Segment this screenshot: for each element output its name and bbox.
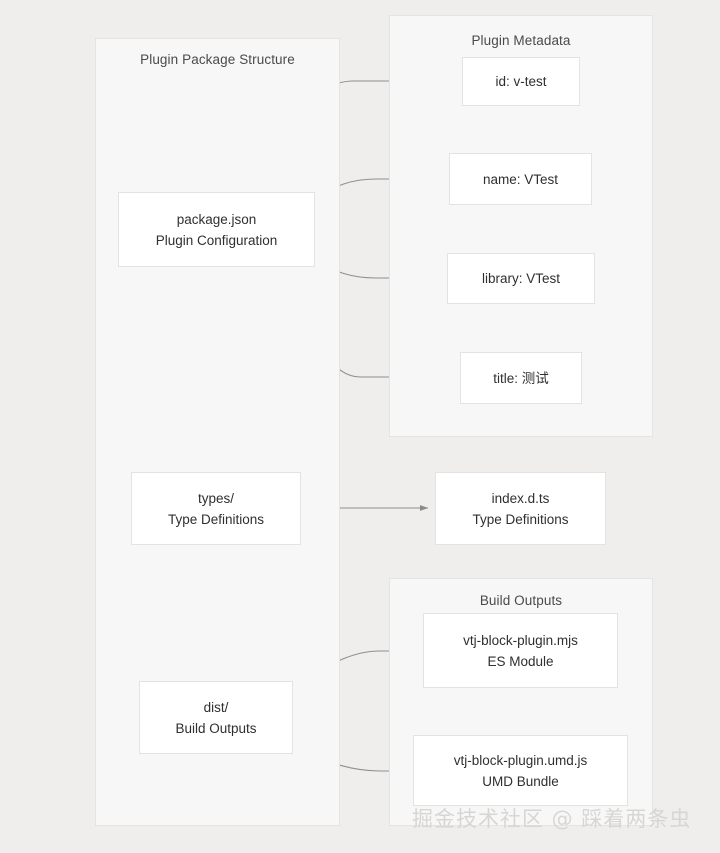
node-meta-id[interactable]: id: v-test (462, 57, 580, 106)
node-index-dts-line1: index.d.ts (491, 490, 550, 506)
node-dist-dir-line1: dist/ (203, 699, 229, 715)
node-index-dts[interactable]: index.d.ts Type Definitions (435, 472, 606, 545)
group-title-package-structure: Plugin Package Structure (140, 52, 295, 67)
node-dist-dir-line2: Build Outputs (175, 720, 257, 736)
node-types-dir-line2: Type Definitions (167, 511, 265, 527)
node-build-umd-line2: UMD Bundle (482, 773, 559, 789)
group-title-build-outputs: Build Outputs (479, 593, 563, 608)
node-meta-library[interactable]: library: VTest (447, 253, 595, 304)
node-package-json-line2: Plugin Configuration (155, 232, 278, 248)
node-meta-name[interactable]: name: VTest (449, 153, 592, 205)
group-title-plugin-metadata: Plugin Metadata (471, 33, 571, 48)
node-index-dts-line2: Type Definitions (472, 511, 569, 527)
node-package-json[interactable]: package.json Plugin Configuration (118, 192, 315, 267)
node-meta-id-line1: id: v-test (495, 74, 547, 89)
node-types-dir-line1: types/ (197, 490, 235, 506)
node-build-umd[interactable]: vtj-block-plugin.umd.js UMD Bundle (413, 735, 628, 806)
node-types-dir[interactable]: types/ Type Definitions (131, 472, 301, 545)
node-dist-dir[interactable]: dist/ Build Outputs (139, 681, 293, 754)
node-build-mjs-line2: ES Module (487, 653, 554, 669)
node-build-mjs[interactable]: vtj-block-plugin.mjs ES Module (423, 613, 618, 688)
node-package-json-line1: package.json (176, 211, 257, 227)
node-meta-title-line1: title: 测试 (493, 370, 549, 386)
node-meta-library-line1: library: VTest (481, 271, 561, 286)
node-build-mjs-line1: vtj-block-plugin.mjs (463, 632, 578, 648)
node-meta-name-line1: name: VTest (482, 171, 559, 187)
node-meta-title[interactable]: title: 测试 (460, 352, 582, 404)
node-build-umd-line1: vtj-block-plugin.umd.js (453, 752, 588, 768)
